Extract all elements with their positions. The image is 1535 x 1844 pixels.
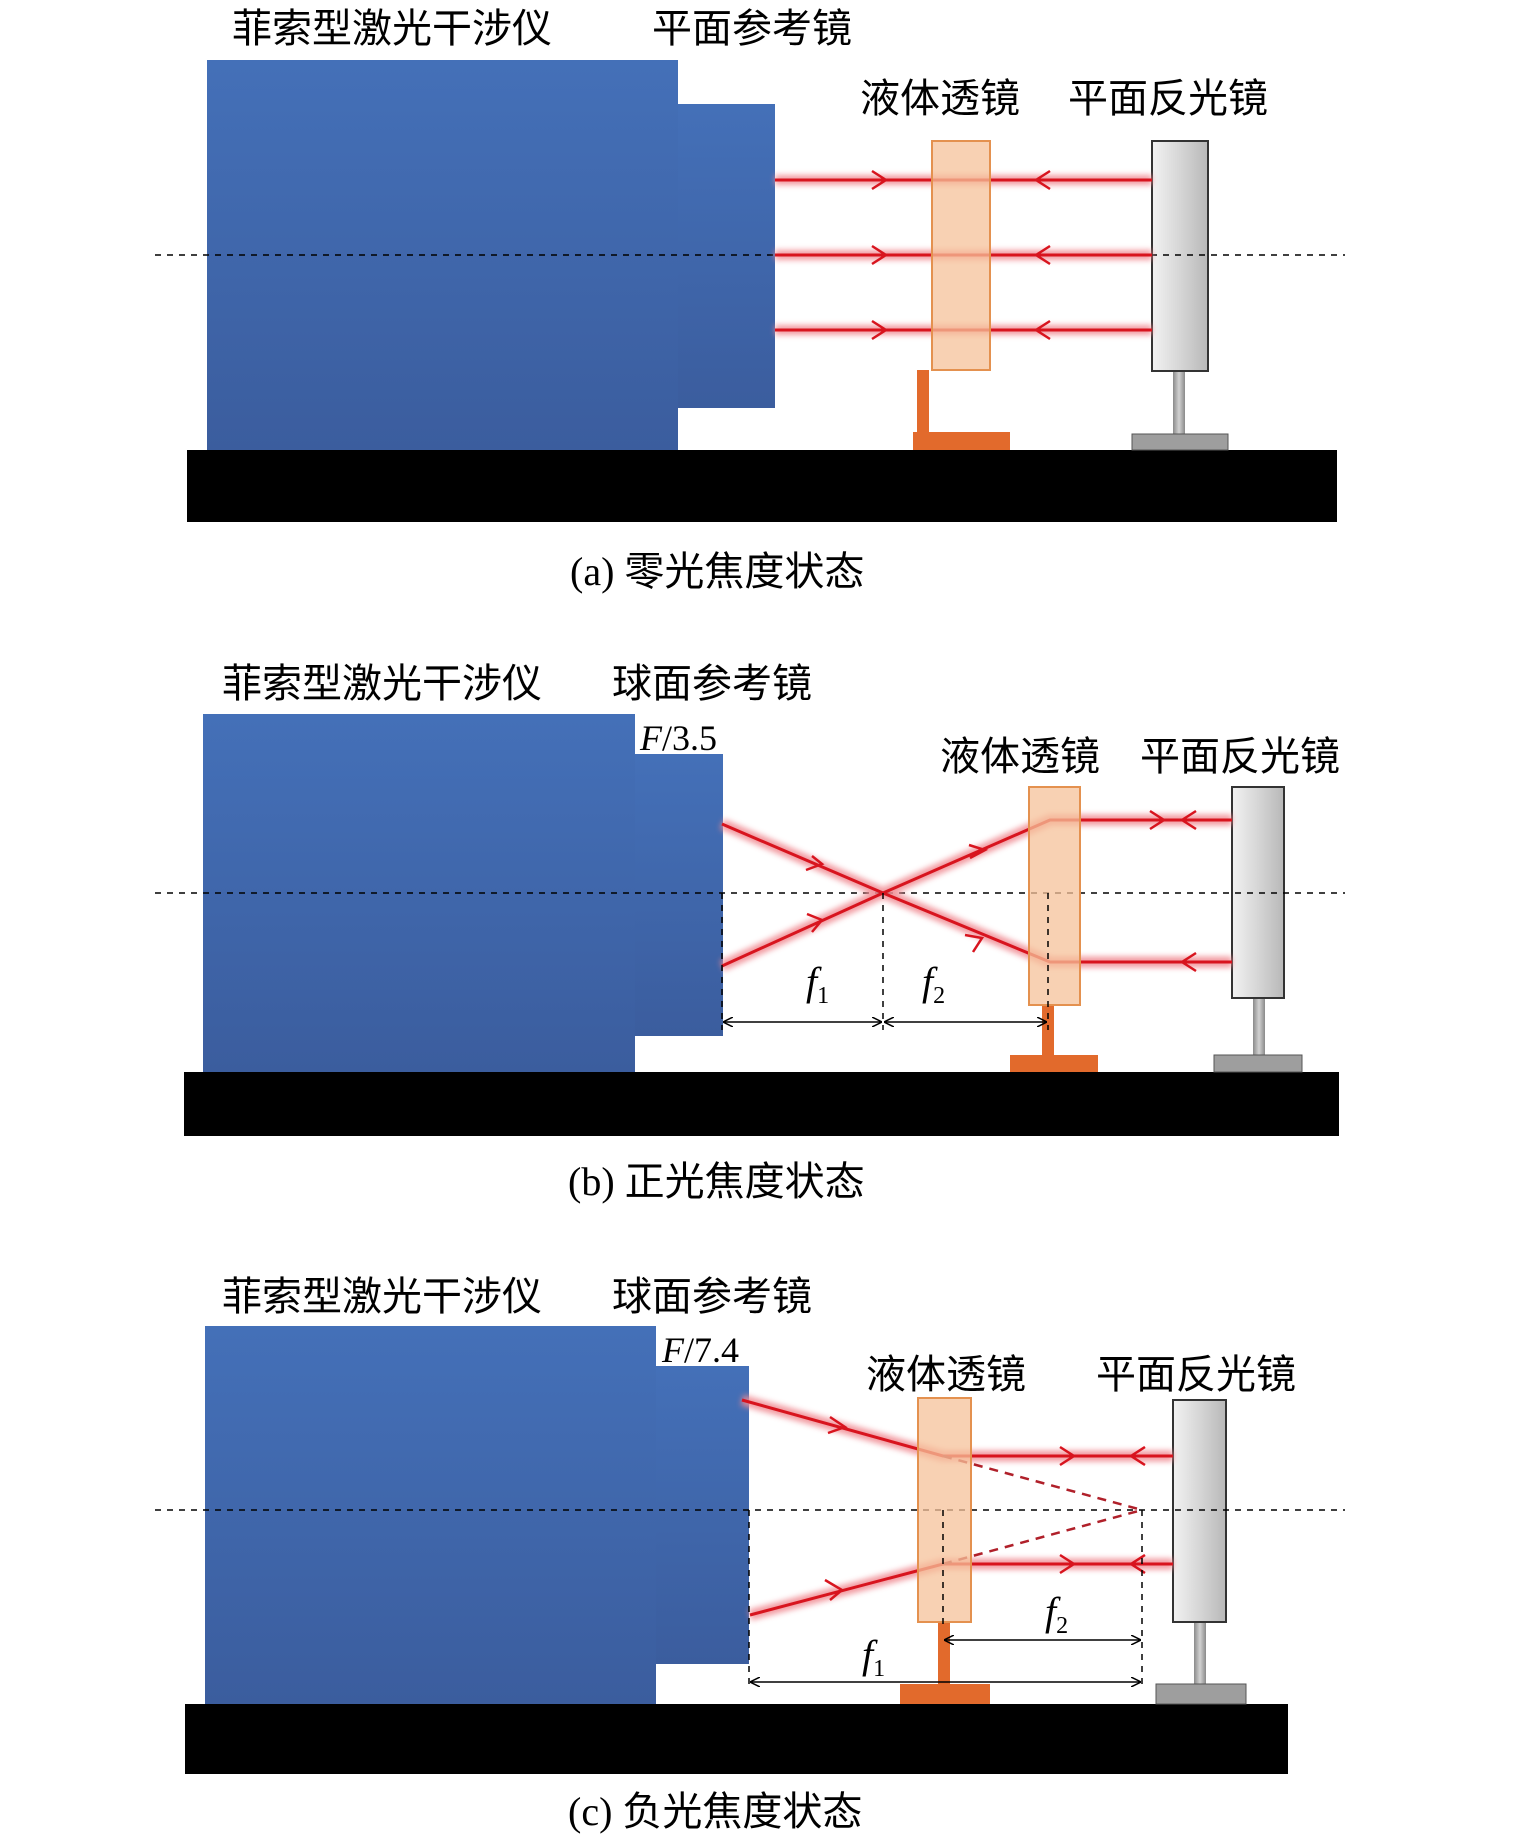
- panel-b-f-number: F/3.5: [639, 718, 717, 758]
- panel-b-lens-label: 液体透镜: [940, 734, 1100, 780]
- panel-b-mirror-post: [1253, 998, 1265, 1055]
- panel-a-mirror-post: [1173, 372, 1185, 434]
- panel-c-interferometer-label: 菲索型激光干涉仪: [222, 1274, 542, 1320]
- panel-b-mirror-label: 平面反光镜: [1140, 734, 1340, 780]
- panel-b-reference-label: 球面参考镜: [612, 661, 812, 707]
- panel-a-optical-base: [187, 450, 1337, 522]
- panel-a: 菲索型激光干涉仪 平面参考镜 液体透镜 平面反光镜: [155, 6, 1345, 594]
- panel-c-f-number: F/7.4: [661, 1330, 739, 1370]
- panel-b-f2-label: f2: [922, 959, 945, 1009]
- panel-c-reference-label: 球面参考镜: [612, 1274, 812, 1320]
- panel-c-lens-post: [938, 1622, 950, 1684]
- panel-c-f2-label: f2: [1045, 1589, 1068, 1639]
- panel-c-lens-mount-base: [900, 1684, 990, 1704]
- panel-c-f1-label: f1: [862, 1632, 885, 1682]
- panel-a-lens-label: 液体透镜: [860, 76, 1020, 122]
- panel-c-liquid-lens: [917, 1397, 972, 1623]
- panel-b-lens-mount-base: [1010, 1055, 1098, 1072]
- panel-a-liquid-lens: [931, 140, 991, 371]
- panel-c-reference-mirror-housing: [656, 1366, 749, 1664]
- panel-b-interferometer-label: 菲索型激光干涉仪: [222, 661, 542, 707]
- panel-a-caption: (a) 零光焦度状态: [570, 549, 864, 594]
- panel-a-lens-mount-base: [913, 432, 1010, 450]
- panel-c-lens-label: 液体透镜: [866, 1352, 1026, 1398]
- panel-c-flat-mirror: [1172, 1399, 1227, 1623]
- panel-c-caption: (c) 负光焦度状态: [568, 1789, 862, 1834]
- panel-b-optical-base: [184, 1072, 1339, 1136]
- panel-b-mirror-mount-base: [1213, 1054, 1303, 1073]
- panel-a-reference-mirror-housing: [678, 104, 775, 408]
- panel-c-mirror-post: [1194, 1622, 1206, 1684]
- panel-c-dimensions: [748, 1510, 1143, 1690]
- panel-b-liquid-lens: [1028, 786, 1081, 1006]
- panel-c-optical-base: [185, 1704, 1288, 1774]
- panel-b-caption: (b) 正光焦度状态: [568, 1159, 865, 1204]
- panel-a-mirror-label: 平面反光镜: [1068, 76, 1268, 122]
- panel-b: 菲索型激光干涉仪 球面参考镜 F/3.5 液体透镜 平面反光镜: [155, 661, 1345, 1204]
- panel-c-mirror-mount-base: [1155, 1683, 1247, 1705]
- panel-a-interferometer-label: 菲索型激光干涉仪: [232, 6, 552, 52]
- panel-c-mirror-label: 平面反光镜: [1096, 1352, 1296, 1398]
- panel-a-flat-mirror: [1151, 140, 1209, 372]
- panel-b-reference-mirror-housing: [635, 754, 723, 1036]
- panel-b-f1-label: f1: [806, 959, 829, 1009]
- panel-b-beams: [719, 809, 1232, 973]
- panel-b-dimensions: [721, 893, 1049, 1030]
- panel-a-lens-post: [917, 370, 929, 432]
- panel-a-reference-label: 平面参考镜: [652, 6, 852, 52]
- panel-c: 菲索型激光干涉仪 球面参考镜 F/7.4 液体透镜 平面反光镜: [155, 1274, 1345, 1834]
- panel-a-mirror-mount-base: [1131, 433, 1229, 451]
- panel-c-interferometer-body: [205, 1326, 656, 1704]
